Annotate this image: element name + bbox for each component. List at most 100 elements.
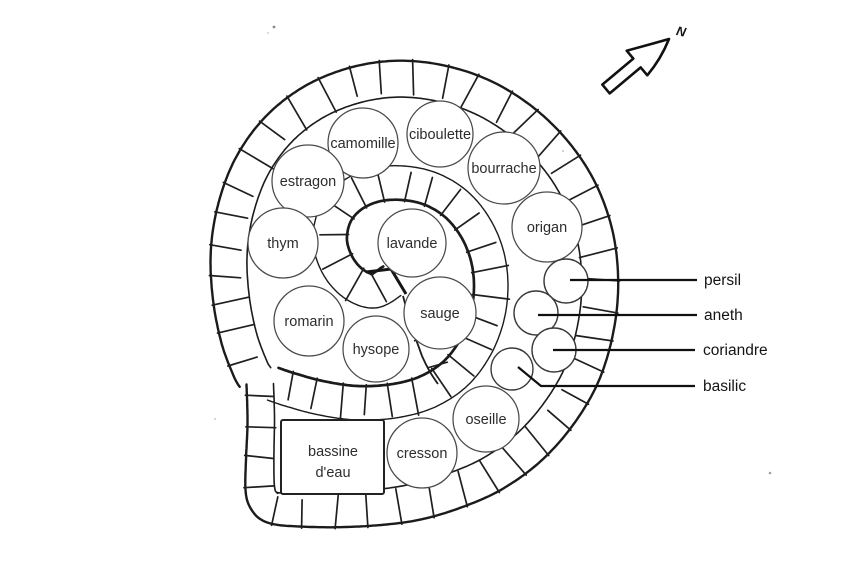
- herb-circle-cresson: [386, 417, 458, 489]
- stone-tick-mark: [369, 272, 388, 303]
- stone-tick-mark: [453, 212, 480, 231]
- callout-label-basilic: basilic: [703, 378, 746, 395]
- stone-tick-mark: [465, 241, 497, 254]
- stone-tick-mark: [216, 323, 256, 334]
- herb-circle-origan: [511, 191, 583, 263]
- stone-tick-mark: [499, 443, 528, 476]
- stone-tick-mark: [348, 65, 359, 98]
- herb-label-oseille: oseille: [465, 412, 506, 428]
- stone-tick-mark: [561, 388, 590, 406]
- herb-circle-ciboulette: [406, 100, 474, 168]
- herb-label-origan: origan: [527, 220, 567, 236]
- stone-tick-mark: [364, 489, 369, 529]
- stone-tick-mark: [300, 499, 303, 529]
- water-basin-label-line2: d'eau: [315, 465, 350, 481]
- stone-tick-mark: [411, 58, 415, 96]
- callout-label-aneth: aneth: [704, 307, 743, 324]
- herb-label-cresson: cresson: [397, 446, 448, 462]
- stone-tick-mark: [546, 409, 572, 432]
- stone-tick-mark: [321, 252, 354, 270]
- herb-circle-lavande: [377, 208, 447, 278]
- north-label: N: [675, 23, 688, 40]
- stone-tick-mark: [243, 454, 275, 460]
- stone-tick-mark: [211, 296, 250, 307]
- herb-circle-thym: [247, 207, 319, 279]
- stone-tick-mark: [227, 356, 258, 367]
- stone-tick-mark: [363, 383, 368, 416]
- stone-tick-mark: [317, 76, 338, 113]
- stone-tick-mark: [423, 176, 434, 208]
- stone-tick-mark: [208, 274, 242, 279]
- stone-tick-mark: [310, 377, 319, 410]
- north-arrow-icon: [601, 37, 671, 95]
- stone-tick-mark: [524, 425, 550, 457]
- stone-tick-mark: [258, 120, 286, 141]
- stone-tick-mark: [350, 177, 368, 209]
- stone-tick-mark: [565, 184, 599, 203]
- stone-tick-mark: [495, 90, 514, 124]
- stone-tick-mark: [245, 425, 277, 429]
- stone-tick-mark: [334, 491, 340, 530]
- water-basin: [280, 419, 385, 495]
- stone-tick-mark: [428, 486, 435, 519]
- stone-tick-mark: [441, 64, 450, 100]
- stone-tick-mark: [509, 108, 539, 138]
- stone-tick-mark: [470, 264, 510, 274]
- herb-label-camomille: camomille: [330, 136, 395, 152]
- herb-circle-hysope: [342, 315, 410, 383]
- water-basin-label-line1: bassine: [308, 444, 358, 460]
- herb-label-romarin: romarin: [284, 314, 333, 330]
- herb-label-bourrache: bourrache: [471, 161, 536, 177]
- stone-tick-mark: [534, 130, 562, 162]
- stone-tick-mark: [457, 470, 469, 508]
- herb-circle-sauge: [403, 276, 477, 350]
- stone-tick-mark: [478, 459, 501, 494]
- herb-label-thym: thym: [267, 236, 298, 252]
- stone-tick-mark: [575, 334, 614, 342]
- stone-tick-mark: [386, 382, 394, 418]
- herb-label-ciboulette: ciboulette: [409, 127, 471, 143]
- herb-circle-bourrache: [467, 131, 541, 205]
- stone-tick-mark: [213, 210, 249, 220]
- herb-label-sauge: sauge: [420, 306, 460, 322]
- stone-tick-mark: [410, 377, 420, 416]
- stone-tick-mark: [579, 214, 611, 227]
- stone-tick-mark: [238, 147, 274, 170]
- herb-label-estragon: estragon: [280, 174, 336, 190]
- spiral-wall-edge: [277, 198, 476, 388]
- herb-circle-romarin: [273, 285, 345, 357]
- stone-tick-mark: [339, 382, 345, 421]
- stone-tick-mark: [287, 370, 295, 401]
- stone-tick-mark: [471, 293, 511, 301]
- stone-tick-mark: [550, 154, 582, 175]
- stone-tick-mark: [378, 59, 383, 95]
- herb-circle-aneth: [513, 290, 559, 336]
- stone-tick-mark: [286, 95, 308, 131]
- stone-tick-mark: [582, 305, 619, 314]
- stone-tick-mark: [403, 171, 412, 203]
- stone-tick-mark: [344, 267, 365, 302]
- stone-tick-mark: [244, 394, 275, 398]
- stone-tick-mark: [243, 485, 275, 489]
- herb-label-lavande: lavande: [387, 236, 438, 252]
- stone-tick-mark: [459, 73, 480, 110]
- herb-circle-oseille: [452, 385, 520, 453]
- stone-tick-mark: [571, 356, 605, 373]
- stone-tick-mark: [222, 181, 254, 198]
- herb-label-hysope: hysope: [353, 342, 400, 358]
- callout-line-basilic: [517, 366, 695, 388]
- herb-circle-estragon: [271, 144, 345, 218]
- herb-circle-basilic: [490, 347, 534, 391]
- stone-tick-mark: [270, 496, 279, 527]
- stone-tick-mark: [439, 188, 462, 217]
- stone-tick-mark: [447, 353, 475, 377]
- stone-tick-mark: [394, 488, 403, 526]
- stone-tick-mark: [578, 247, 619, 259]
- callout-label-coriandre: coriandre: [703, 342, 768, 359]
- stone-tick-mark: [208, 243, 242, 252]
- stone-tick-mark: [430, 367, 452, 398]
- spiral-wall-edge: [209, 59, 620, 529]
- herb-circle-camomille: [327, 107, 399, 179]
- callout-label-persil: persil: [704, 272, 741, 289]
